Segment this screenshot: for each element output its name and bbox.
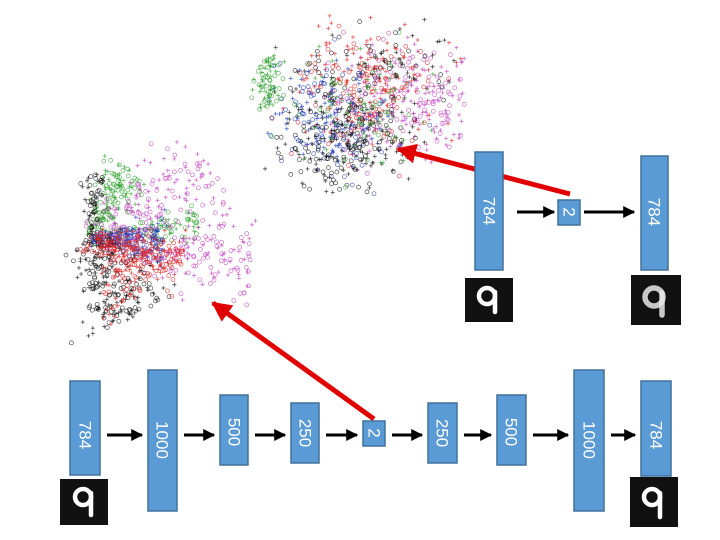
shallow-output-layer-label: 784 bbox=[645, 198, 664, 226]
shallow-code-layer-label: 2 bbox=[560, 207, 579, 216]
shallow-input-layer bbox=[474, 151, 504, 271]
code-to-autoencoder-plot-arrow bbox=[211, 300, 376, 422]
autoencoder-scatter-plot bbox=[63, 140, 258, 346]
deep-layer-1000-decoder bbox=[573, 369, 605, 512]
handwritten-digit-9-icon bbox=[465, 278, 513, 322]
deep-layer-250-decoder bbox=[427, 402, 458, 464]
deep-layer-label: 784 bbox=[76, 421, 95, 449]
deep-layer-label: 784 bbox=[647, 421, 666, 449]
deep-layer-250-encoder bbox=[290, 402, 320, 464]
deep-layer-label: 1000 bbox=[580, 421, 599, 459]
shallow-output-layer bbox=[640, 155, 669, 271]
deep-layer-label: 250 bbox=[433, 419, 452, 447]
deep-layer-label: 500 bbox=[225, 418, 244, 446]
deep-autoencoder: 784 1000 500 250 2 250 500 1000 784 bbox=[69, 369, 672, 512]
deep-layer-label: 500 bbox=[502, 418, 521, 446]
handwritten-digit-9-icon bbox=[60, 479, 108, 525]
shallow-input-layer-label: 784 bbox=[480, 197, 499, 225]
deep-layer-label: 1000 bbox=[153, 421, 172, 459]
blurred-digit-9-icon bbox=[631, 275, 681, 325]
deep-layer-500-encoder bbox=[219, 394, 249, 466]
deep-code-layer bbox=[362, 420, 386, 447]
deep-layer-1000-encoder bbox=[147, 369, 178, 512]
shallow-code-layer bbox=[557, 199, 581, 226]
pca-scatter-plot bbox=[249, 13, 467, 197]
handwritten-digit-9-icon bbox=[630, 477, 678, 527]
shallow-autoencoder: 784 2 784 bbox=[474, 151, 669, 271]
deep-layer-500-decoder bbox=[496, 394, 527, 466]
deep-layer-label: 2 bbox=[365, 428, 384, 437]
deep-layer-784-input bbox=[69, 380, 101, 476]
deep-layer-label: 250 bbox=[296, 419, 315, 447]
deep-layer-784-output bbox=[640, 380, 672, 477]
